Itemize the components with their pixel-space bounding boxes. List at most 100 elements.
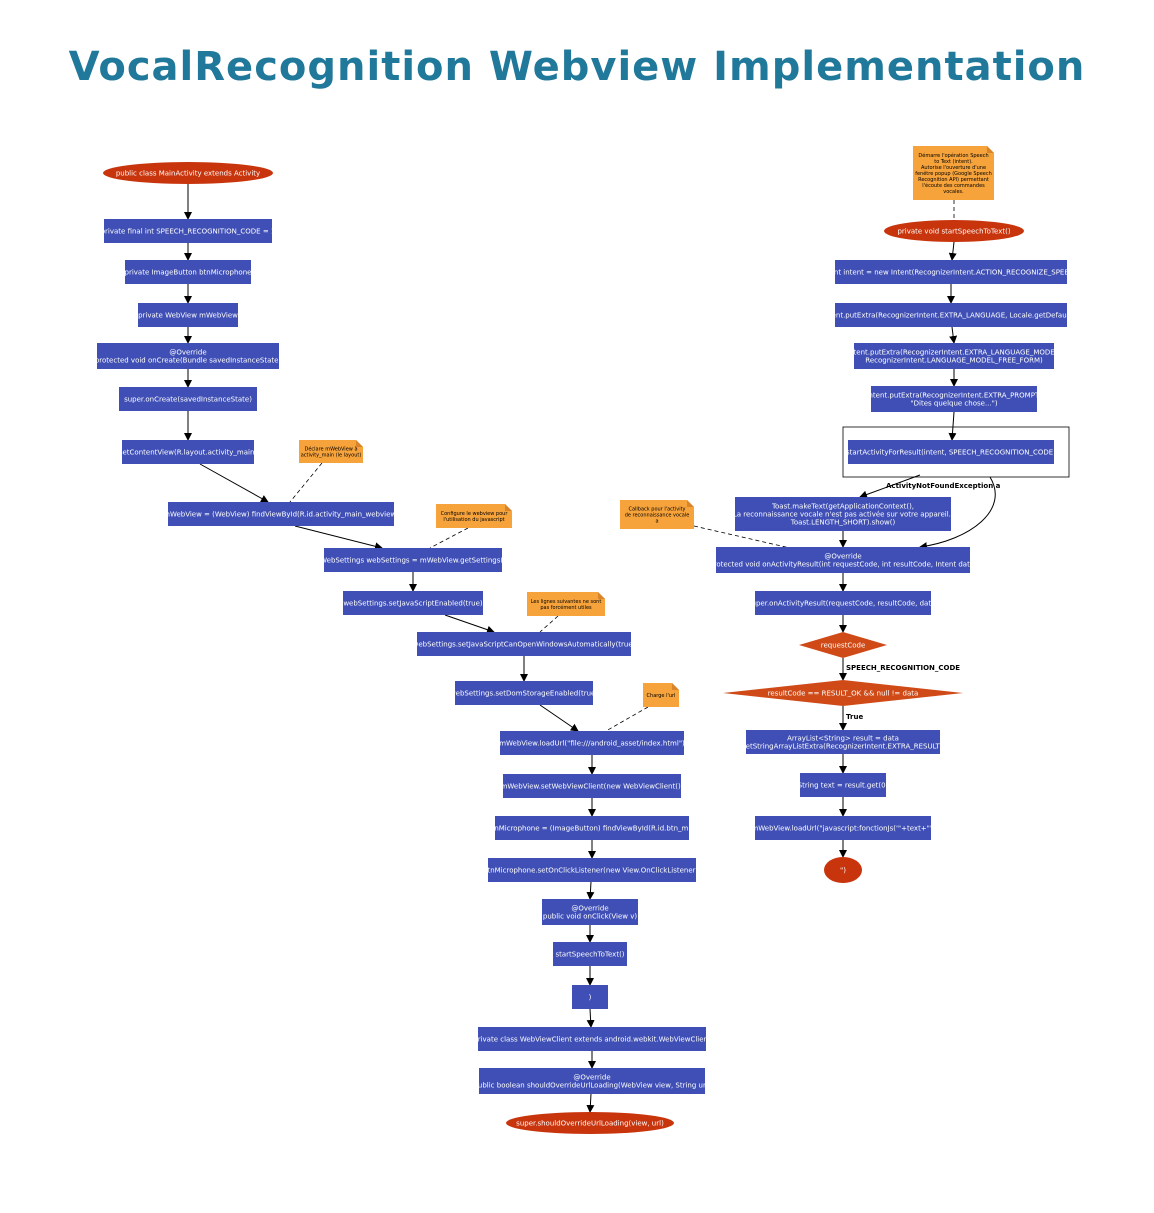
node-set-content-view xyxy=(122,440,254,464)
note-configure-webview-text-2: l'utilisation du javascript xyxy=(443,517,504,523)
note-callback-text-1: Callback pour l'activity xyxy=(628,506,685,512)
note-optional-lines-text-2: pas forcément utiles xyxy=(540,604,592,611)
node-onclick xyxy=(542,899,638,925)
note-configure-webview-text-1: Configure le webview pour xyxy=(441,511,509,517)
node-new-intent-text: Intent intent = new Intent(RecognizerInt… xyxy=(820,268,1082,276)
node-left-end-text: super.shouldOverrideUrlLoading(view, url… xyxy=(516,1119,664,1127)
node-close-text: ) xyxy=(589,993,592,1001)
node-main-activity-text: public class MainActivity extends Activi… xyxy=(116,169,260,177)
note-declare-webview-text-2: activity_main (le layout) xyxy=(301,452,362,458)
node-oncreate-text-1: @Override xyxy=(169,348,206,356)
node-array-list-text-2: .getStringArrayListExtra(RecognizerInten… xyxy=(739,742,947,750)
node-put-model-text-1: intent.putExtra(RecognizerIntent.EXTRA_L… xyxy=(847,348,1061,356)
node-find-btn xyxy=(495,816,689,840)
note-speech-to-text-text-1: Démarre l'opération Speech xyxy=(918,152,988,159)
node-start-speech-call xyxy=(553,942,627,966)
edge-start-for-result-on-result xyxy=(919,476,996,550)
node-enable-js xyxy=(343,591,483,615)
node-dom-storage-text: webSettings.setDomStorageEnabled(true) xyxy=(450,689,598,697)
node-main-activity xyxy=(103,162,273,184)
dash-note-optional-lines xyxy=(539,615,559,633)
node-put-prompt-text-1: intent.putExtra(RecognizerIntent.EXTRA_P… xyxy=(867,391,1042,399)
node-client-class xyxy=(478,1027,706,1051)
note-declare-webview xyxy=(299,440,363,463)
note-configure-webview xyxy=(436,504,512,528)
note-optional-lines xyxy=(527,592,605,616)
node-right-end-text: ") xyxy=(840,866,846,874)
note-fold-optional-lines xyxy=(598,592,605,599)
node-put-prompt xyxy=(871,386,1037,412)
note-callback xyxy=(620,500,694,529)
node-oncreate xyxy=(97,343,279,369)
node-super-oncreate xyxy=(119,387,257,411)
label-true: True xyxy=(846,713,863,721)
node-request-code xyxy=(799,632,887,658)
node-speech-code xyxy=(104,219,272,243)
edge-find-webview-get-settings xyxy=(294,525,383,551)
edge-start-for-result-toast xyxy=(859,474,921,499)
note-callback-text-2: de reconnaissance vocale xyxy=(625,512,690,518)
node-set-listener xyxy=(488,858,696,882)
node-put-language xyxy=(835,303,1067,327)
node-client-class-text: private class WebViewClient extends andr… xyxy=(473,1035,711,1043)
node-put-language-text: intent.putExtra(RecognizerIntent.EXTRA_L… xyxy=(822,311,1079,319)
edge-should-override-left-end xyxy=(586,1093,595,1113)
note-speech-to-text-text-6: l'écoute des commandes xyxy=(922,182,985,189)
node-load-url xyxy=(500,731,684,755)
note-speech-to-text xyxy=(913,146,994,200)
node-array-list-text-1: ArrayList<String> result = data xyxy=(787,734,899,742)
note-speech-to-text-text-4: fenêtre popup (Google Speech xyxy=(915,170,992,177)
node-dom-storage xyxy=(455,681,593,705)
node-load-js xyxy=(755,816,931,840)
node-request-code-text: requestCode xyxy=(821,641,866,649)
node-toast-text-2: "La reconnaissance vocale n'est pas acti… xyxy=(730,510,957,518)
node-get-settings xyxy=(324,548,502,572)
dash-note-load-url xyxy=(605,706,649,732)
node-super-oncreate-text: super.onCreate(savedInstanceState) xyxy=(124,395,252,403)
node-toast-text-3: Toast.LENGTH_SHORT).show() xyxy=(790,518,896,526)
note-fold-speech-to-text xyxy=(987,146,994,153)
node-js-windows-text: webSettings.setJavaScriptCanOpenWindowsA… xyxy=(413,640,636,648)
node-enable-js-text: webSettings.setJavaScriptEnabled(true) xyxy=(343,599,483,607)
label-exception: ActivityNotFoundException a xyxy=(886,482,1001,490)
node-load-url-text: mWebView.loadUrl("file:///android_asset/… xyxy=(499,739,685,747)
edge-set-content-view-find-webview xyxy=(199,463,269,503)
node-start-speech xyxy=(884,220,1024,242)
node-webview-decl xyxy=(138,303,238,327)
node-array-list xyxy=(746,730,940,754)
dash-note-configure-webview xyxy=(429,527,469,549)
node-speech-code-text: private final int SPEECH_RECOGNITION_COD… xyxy=(101,227,276,235)
node-result-code xyxy=(723,680,963,706)
page-title: VocalRecognition Webview Implementation xyxy=(68,44,1086,90)
node-right-end xyxy=(824,857,862,883)
node-left-end xyxy=(506,1112,674,1134)
node-toast xyxy=(735,497,951,531)
note-load-url xyxy=(643,683,679,707)
node-should-override-text-2: public boolean shouldOverrideUrlLoading(… xyxy=(473,1081,710,1089)
node-toast-text-1: Toast.makeText(getApplicationContext(), xyxy=(771,502,914,510)
node-set-client xyxy=(503,774,681,798)
edge-set-listener-onclick xyxy=(586,881,595,900)
node-load-js-text: mWebView.loadUrl("javascript:fonctionJs(… xyxy=(751,824,934,832)
note-fold-configure-webview xyxy=(505,504,512,511)
dash-note-callback xyxy=(693,525,791,549)
node-set-listener-text: btnMicrophone.setOnClickListener(new Vie… xyxy=(483,866,701,874)
note-load-url-text: Charge l'url xyxy=(647,693,676,699)
note-declare-webview-text-1: Déclare mWebView à xyxy=(304,445,357,452)
label-speech-code: SPEECH_RECOGNITION_CODE xyxy=(846,664,960,672)
note-fold-declare-webview xyxy=(356,440,363,447)
node-set-content-view-text: setContentView(R.layout.activity_main) xyxy=(119,448,258,456)
node-start-speech-text: private void startSpeechToText() xyxy=(897,227,1010,235)
node-btn-decl-text: private ImageButton btnMicrophone xyxy=(125,268,252,276)
node-set-client-text: mWebView.setWebViewClient(new WebViewCli… xyxy=(501,782,684,790)
note-speech-to-text-text-3: Autorise l'ouverture d'une xyxy=(921,165,986,171)
node-get-settings-text: WebSettings webSettings = mWebView.getSe… xyxy=(320,556,506,564)
node-find-webview xyxy=(168,502,394,526)
edge-start-speech-new-intent xyxy=(948,241,957,261)
node-btn-decl xyxy=(125,260,251,284)
note-callback-text-3: a xyxy=(655,518,658,524)
note-optional-lines-text-1: Les lignes suivantes ne sont xyxy=(531,599,602,605)
node-js-windows xyxy=(417,632,631,656)
edge-put-prompt-start-for-result xyxy=(948,411,957,441)
